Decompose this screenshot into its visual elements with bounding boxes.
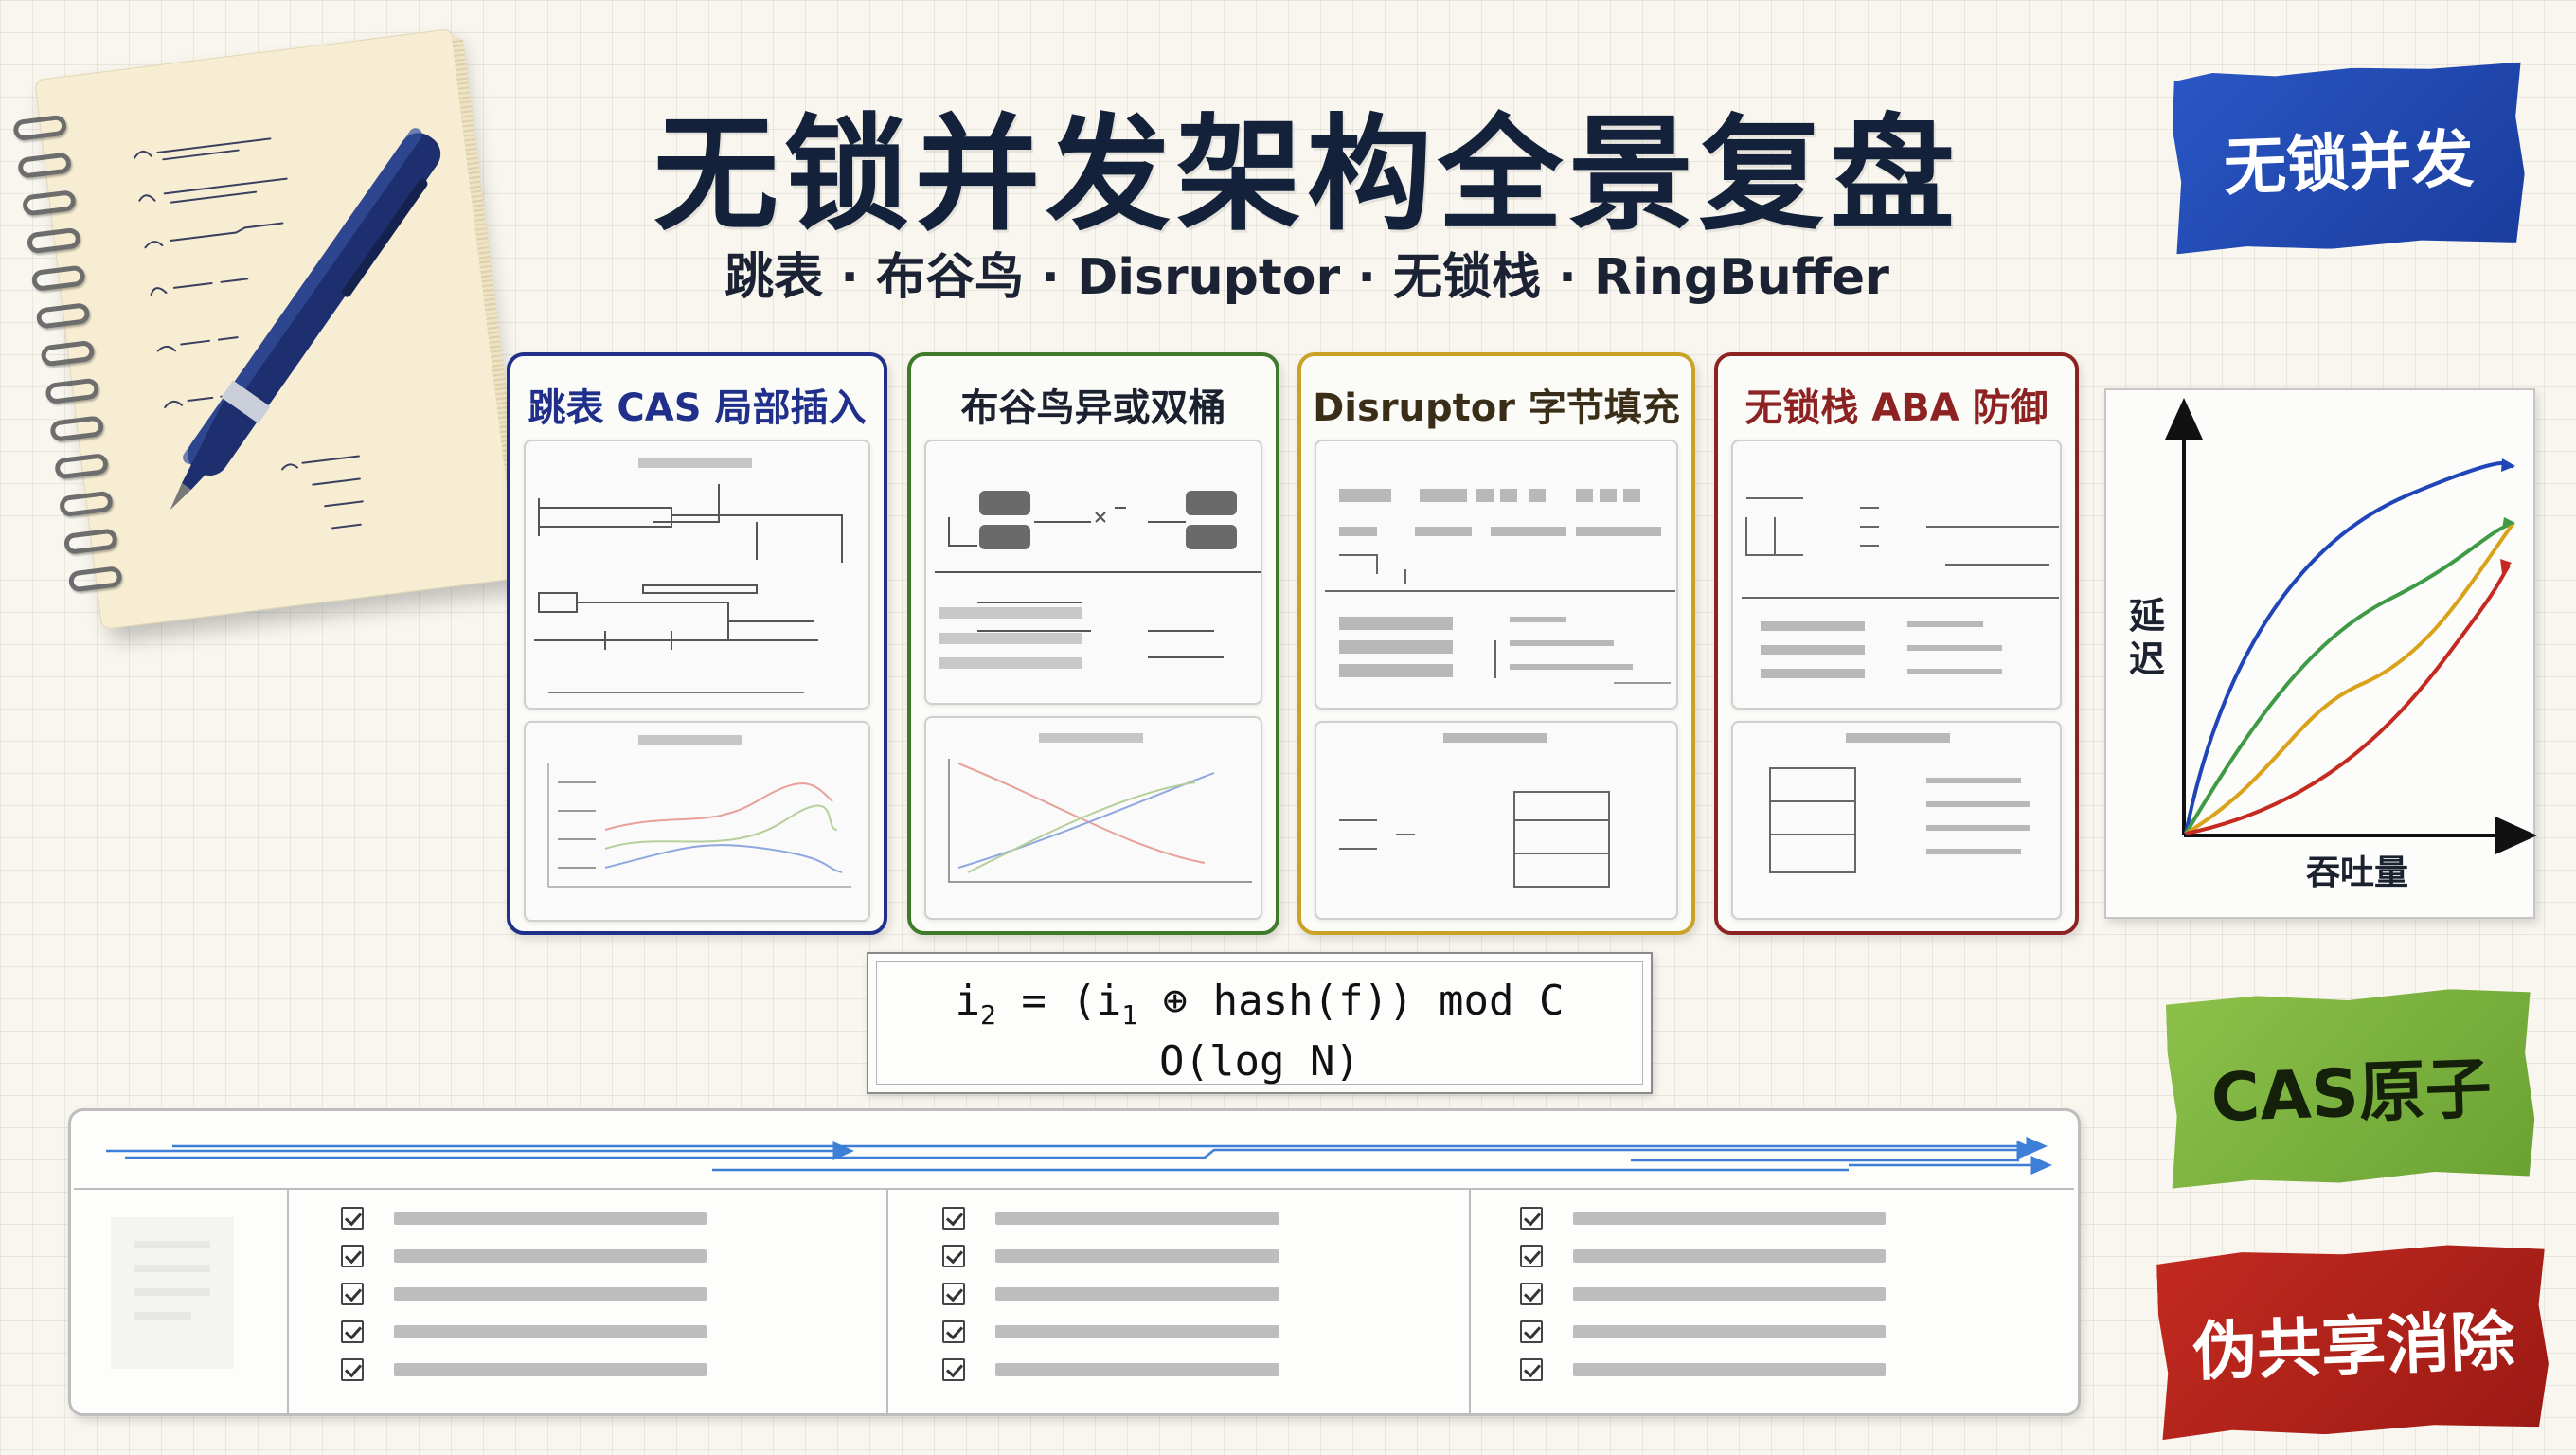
card-lockfree-stack: 无锁栈 ABA 防御: [1714, 352, 2079, 935]
skiplist-diagram-panel: [524, 440, 870, 710]
checkbox[interactable]: [1520, 1283, 1543, 1305]
handwriting-scribbles: [133, 137, 364, 530]
placeholder-line: [995, 1212, 1279, 1225]
placeholder-line: [1573, 1325, 1886, 1338]
checkbox[interactable]: [1520, 1245, 1543, 1267]
card-title-cuckoo: 布谷鸟异或双桶: [960, 386, 1226, 430]
skiplist-chart-panel: [524, 721, 870, 922]
formula-line-1: i2 = (i1 ⊕ hash(f)) mod C: [955, 977, 1565, 1031]
placeholder-line: [995, 1363, 1279, 1376]
document-placeholder-icon: [111, 1217, 234, 1369]
checkbox[interactable]: [942, 1207, 965, 1230]
cuckoo-chart-panel: [924, 716, 1262, 920]
placeholder-line: [394, 1249, 707, 1263]
throughput-latency-chart: 延迟 吞吐量: [2104, 388, 2537, 919]
pen-illustration: [170, 128, 441, 511]
placeholder-line: [1573, 1287, 1886, 1301]
stack-layout-panel: [1731, 721, 2062, 920]
tag-lockfree: 无锁并发: [2171, 63, 2527, 255]
formula-line-2: O(log N): [1159, 1037, 1360, 1086]
chart-xlabel: 吞吐量: [2305, 853, 2408, 892]
checkbox[interactable]: [341, 1320, 364, 1343]
placeholder-line: [394, 1212, 707, 1225]
chart-axes-and-curves: [2165, 398, 2537, 854]
chart-ylabel: 延迟: [2128, 595, 2165, 680]
cuckoo-sketch: [935, 491, 1261, 883]
checkbox[interactable]: [341, 1283, 364, 1305]
curve-green: [2184, 521, 2514, 835]
page-title: 无锁并发架构全景复盘: [653, 102, 1960, 248]
stack-sketch: [1742, 497, 2059, 873]
placeholder-line: [995, 1287, 1279, 1301]
placeholder-line: [1573, 1363, 1886, 1376]
notebook-illustration: [12, 28, 528, 630]
card-cuckoo: 布谷鸟异或双桶: [907, 352, 1279, 935]
card-title-skiplist: 跳表 CAS 局部插入: [528, 386, 867, 430]
formula-box: i2 = (i1 ⊕ hash(f)) mod C O(log N): [867, 952, 1653, 1094]
placeholder-line: [394, 1287, 707, 1301]
pipeline-flow-lines: [74, 1108, 2074, 1413]
checkbox[interactable]: [1520, 1320, 1543, 1343]
card-title-stack: 无锁栈 ABA 防御: [1744, 386, 2048, 430]
checkbox[interactable]: [942, 1283, 965, 1305]
checkbox[interactable]: [341, 1245, 364, 1267]
placeholder-line: [995, 1325, 1279, 1338]
disruptor-sketch: [1325, 489, 1675, 888]
checkbox[interactable]: [341, 1358, 364, 1381]
checkbox[interactable]: [942, 1245, 965, 1267]
checkbox[interactable]: [1520, 1207, 1543, 1230]
curve-red: [2185, 564, 2511, 835]
checkbox[interactable]: [1520, 1358, 1543, 1381]
card-title-disruptor: Disruptor 字节填充: [1313, 386, 1680, 430]
curve-blue: [2184, 460, 2514, 835]
checkbox[interactable]: [341, 1207, 364, 1230]
tag-cas-atomic: CAS原子: [2166, 986, 2537, 1188]
stack-diagram-panel: [1731, 440, 2062, 710]
tag-false-sharing: 伪共享消除: [2156, 1242, 2551, 1440]
placeholder-line: [995, 1249, 1279, 1263]
page-subtitle: 跳表 · 布谷鸟 · Disruptor · 无锁栈 · RingBuffer: [724, 249, 1889, 306]
placeholder-line: [1573, 1249, 1886, 1263]
skiplist-sketch: [534, 458, 851, 888]
card-skiplist: 跳表 CAS 局部插入: [507, 352, 887, 935]
placeholder-line: [394, 1363, 707, 1376]
checkbox[interactable]: [942, 1320, 965, 1343]
checkbox[interactable]: [942, 1358, 965, 1381]
card-disruptor: Disruptor 字节填充: [1297, 352, 1695, 935]
placeholder-line: [394, 1325, 707, 1338]
curve-yellow: [2184, 521, 2515, 835]
placeholder-line: [1573, 1212, 1886, 1225]
